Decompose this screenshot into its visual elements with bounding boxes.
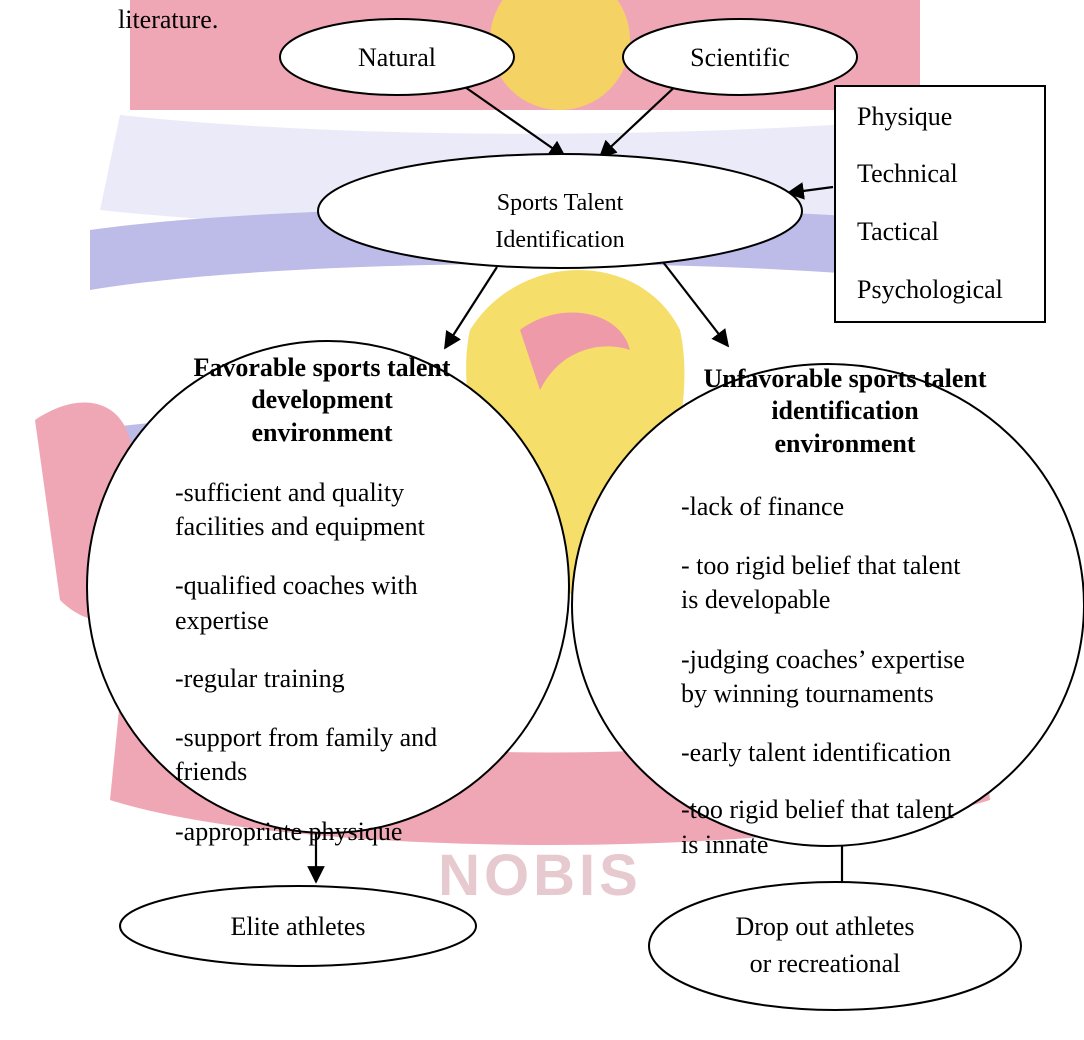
unfavorable-item-line: by winning tournaments [681,679,934,708]
intro-text: literature. [118,5,218,34]
criteria-item-physique: Physique [857,102,952,131]
unfavorable-item-line: - too rigid belief that talent [681,551,961,580]
favorable-item-line: expertise [175,606,269,635]
favorable-item-line: friends [175,757,247,786]
natural-label: Natural [358,43,436,72]
criteria-item-technical: Technical [857,159,958,188]
dropout-label-line2: or recreational [750,949,901,978]
crest-motto: NOBIS [438,843,642,908]
favorable-item-line: -appropriate physique [175,817,402,846]
favorable-item-line: facilities and equipment [175,512,426,541]
elite-athletes-label: Elite athletes [230,912,365,941]
dropout-athletes-node [649,882,1021,1010]
favorable-item-line: -support from family and [175,723,437,752]
center-label-line2: Identification [495,227,624,253]
scientific-label: Scientific [690,43,790,72]
favorable-item-line: -regular training [175,664,345,693]
unfavorable-item-line: -judging coaches’ expertise [681,645,965,674]
unfavorable-item-line: -lack of finance [681,492,844,521]
favorable-item-line: -sufficient and quality [175,478,404,507]
favorable-heading-line2: development [251,385,393,414]
center-label-line1: Sports Talent [497,190,624,216]
favorable-heading-line1: Favorable sports talent [193,353,450,382]
unfavorable-item-line: is developable [681,585,830,614]
unfavorable-heading-line2: identification [771,396,919,425]
favorable-heading-line3: environment [251,418,392,447]
dropout-label-line1: Drop out athletes [735,912,914,941]
unfavorable-heading-line3: environment [774,429,915,458]
favorable-item-line: -qualified coaches with [175,571,418,600]
unfavorable-item-line: -early talent identification [681,738,951,767]
criteria-item-tactical: Tactical [857,217,939,246]
unfavorable-item-line: is innate [681,830,768,859]
unfavorable-item-line: -too rigid belief that talent [681,795,955,824]
unfavorable-heading-line1: Unfavorable sports talent [703,364,986,393]
criteria-item-psychological: Psychological [857,275,1003,304]
